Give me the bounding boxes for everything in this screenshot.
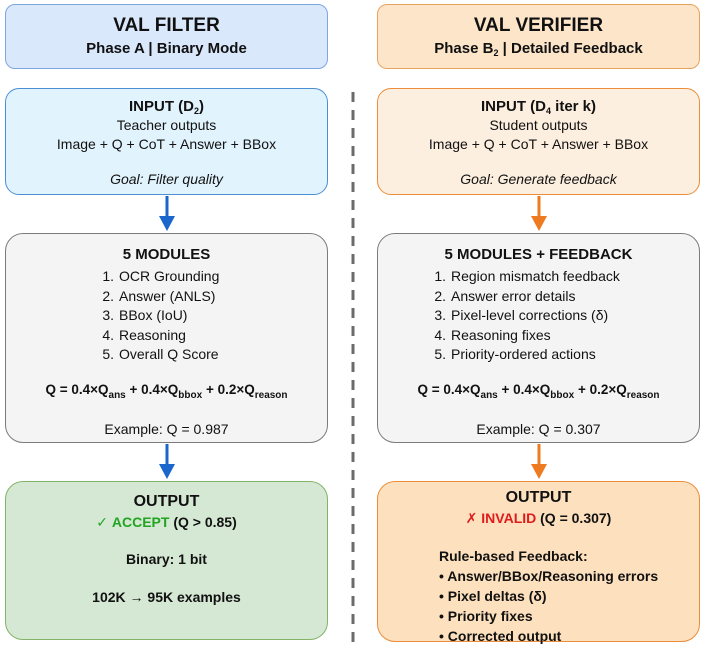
right-output-title: OUTPUT	[505, 489, 572, 506]
list-item: 3.Pixel-level corrections (δ)	[434, 307, 609, 323]
left-output-binary: Binary: 1 bit	[126, 551, 207, 567]
right-arrow-modules-to-output	[531, 444, 547, 479]
right-modules-box: 5 MODULES + FEEDBACK 1.Region mismatch f…	[377, 233, 700, 443]
left-example: Example: Q = 0.987	[104, 420, 229, 437]
left-output-box: OUTPUT ✓ ACCEPT (Q > 0.85) Binary: 1 bit…	[5, 481, 328, 640]
list-item: 5.Overall Q Score	[102, 346, 219, 362]
right-modules-list: 1.Region mismatch feedback 2.Answer erro…	[378, 267, 699, 365]
list-item: 4.Reasoning	[102, 326, 186, 343]
list-item: • Priority fixes	[439, 608, 533, 624]
val-verifier-subtitle: Phase B2 | Detailed Feedback	[434, 40, 643, 58]
right-input-box: INPUT (D4 iter k) Student outputs Image …	[377, 88, 700, 195]
list-item: 1.Region mismatch feedback	[434, 268, 620, 284]
list-item: 2.Answer error details	[434, 287, 576, 304]
list-item: 1.OCR Grounding	[102, 268, 220, 284]
left-arrow-input-to-modules	[159, 196, 175, 231]
check-icon: ✓	[96, 514, 108, 530]
left-q-formula: Q = 0.4×Qans + 0.4×Qbbox + 0.2×Qreason	[45, 381, 288, 401]
left-arrow-modules-to-output	[159, 444, 175, 479]
val-filter-title: VAL FILTER	[113, 15, 220, 36]
right-input-title: INPUT (D4 iter k)	[480, 98, 597, 116]
left-input-source: Teacher outputs	[116, 117, 217, 133]
left-output-status: ✓ ACCEPT (Q > 0.85)	[96, 514, 237, 530]
list-item: • Pixel deltas (δ)	[439, 588, 547, 604]
left-output-title: OUTPUT	[133, 493, 200, 510]
list-item: • Answer/BBox/Reasoning errors	[439, 568, 659, 584]
right-q-formula: Q = 0.4×Qans + 0.4×Qbbox + 0.2×Qreason	[417, 381, 660, 401]
right-modules-title: 5 MODULES + FEEDBACK	[444, 246, 633, 263]
right-output-status: ✗ INVALID (Q = 0.307)	[465, 510, 612, 526]
list-item: 4.Reasoning fixes	[434, 326, 551, 343]
right-feedback-list: Rule-based Feedback: • Answer/BBox/Reaso…	[378, 546, 699, 646]
val-filter-subtitle: Phase A | Binary Mode	[86, 40, 247, 57]
list-item: 3.BBox (IoU)	[102, 307, 188, 323]
left-output-examples: 102K → 95K examples	[92, 589, 241, 605]
left-input-fields: Image + Q + CoT + Answer + BBox	[56, 136, 277, 152]
val-filter-header: VAL FILTER Phase A | Binary Mode	[5, 4, 328, 69]
list-item: 5.Priority-ordered actions	[434, 346, 596, 362]
right-output-box: OUTPUT ✗ INVALID (Q = 0.307) Rule-based …	[377, 481, 700, 644]
left-input-box: INPUT (D2) Teacher outputs Image + Q + C…	[5, 88, 328, 195]
list-item: 2.Answer (ANLS)	[102, 287, 216, 304]
right-input-fields: Image + Q + CoT + Answer + BBox	[428, 136, 649, 152]
right-arrow-input-to-modules	[531, 196, 547, 231]
left-modules-title: 5 MODULES	[122, 246, 211, 263]
val-verifier-header: VAL VERIFIER Phase B2 | Detailed Feedbac…	[377, 4, 700, 69]
right-example: Example: Q = 0.307	[476, 420, 601, 437]
right-input-goal: Goal: Generate feedback	[460, 171, 617, 187]
left-input-goal: Goal: Filter quality	[110, 171, 223, 187]
list-item: • Corrected output	[439, 628, 562, 644]
cross-icon: ✗	[465, 510, 478, 526]
left-modules-list: 1.OCR Grounding 2.Answer (ANLS) 3.BBox (…	[6, 267, 327, 365]
left-input-title: INPUT (D2)	[128, 98, 204, 116]
right-input-source: Student outputs	[489, 117, 588, 133]
left-modules-box: 5 MODULES 1.OCR Grounding 2.Answer (ANLS…	[5, 233, 328, 443]
feedback-title: Rule-based Feedback:	[439, 548, 588, 564]
val-verifier-title: VAL VERIFIER	[473, 15, 604, 36]
